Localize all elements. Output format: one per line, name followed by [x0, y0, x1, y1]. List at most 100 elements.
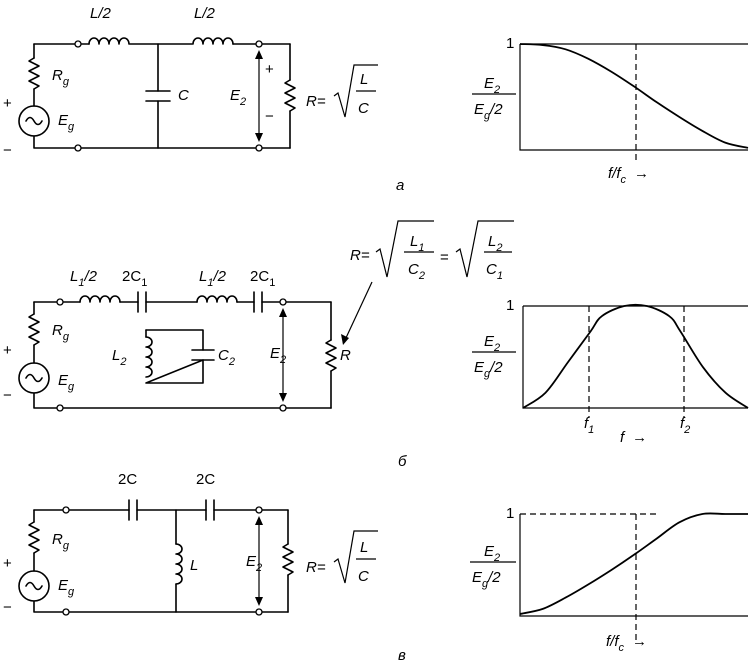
ratio-num: E: [484, 543, 495, 560]
resistor-load-c: [282, 543, 294, 576]
chart-c: 1 E2 Eg/2 f/fc→: [470, 505, 748, 654]
sub: g: [482, 578, 489, 590]
chart-b-frame: [522, 305, 748, 409]
svg-text:Eg/2: Eg/2: [472, 569, 501, 590]
svg-text:E2: E2: [270, 345, 286, 366]
label-rg-a: R: [52, 67, 63, 84]
label-2c1-1: 2C: [122, 268, 141, 285]
svg-text:L1/2: L1/2: [199, 268, 227, 289]
svg-text:Eg: Eg: [58, 577, 75, 598]
svg-text:C: C: [358, 100, 369, 117]
ratio-den-b: /2: [487, 569, 501, 586]
label-l-c: L: [190, 557, 198, 574]
resistor-rg-c: [28, 521, 40, 554]
sub: c: [619, 642, 625, 654]
label-minus-e2-a: −: [265, 108, 274, 125]
caption-c: в: [398, 647, 406, 664]
svg-text:в: в: [398, 647, 406, 664]
sub: 1: [207, 277, 213, 289]
label-eg-c: E: [58, 577, 69, 594]
sub: g: [63, 331, 70, 343]
chart-a-xlabel: f/f: [608, 165, 622, 182]
label-minus-a: −: [3, 142, 12, 159]
caption-a: а: [396, 177, 404, 194]
svg-text:L/2: L/2: [194, 5, 216, 22]
chart-c-frame: [519, 514, 748, 617]
svg-text:L2: L2: [112, 347, 126, 368]
equals: =: [440, 249, 449, 266]
sub: 2: [255, 562, 262, 574]
label-2c-1: 2C: [118, 471, 137, 488]
svg-text:L: L: [360, 71, 368, 88]
terminal: [279, 298, 287, 306]
svg-text:Rg: Rg: [52, 67, 70, 88]
frac-den: C: [358, 568, 369, 585]
svg-text:E2: E2: [484, 333, 500, 354]
circuit-b: L1/2 2C1 L1/2 2C1 L2 C2 + − Rg Eg E2 R R…: [3, 220, 514, 412]
chart-c-series: [519, 512, 748, 615]
svg-text:R=: R=: [350, 247, 370, 264]
svg-text:R=: R=: [306, 93, 326, 110]
terminal: [255, 608, 263, 616]
chart-b-ytick: 1: [506, 297, 514, 314]
terminal: [255, 506, 263, 514]
terminal: [74, 144, 82, 152]
chart-c-ytick: 1: [506, 505, 514, 522]
svg-text:+: +: [3, 555, 12, 572]
svg-text:2C: 2C: [196, 471, 215, 488]
label-eg-b: E: [58, 372, 69, 389]
arrowheads: [255, 516, 263, 606]
sub: 2: [418, 270, 425, 282]
svg-text:f/fc→: f/fc→: [606, 633, 647, 654]
svg-text:C1: C1: [486, 261, 503, 282]
sub: 2: [228, 356, 235, 368]
svg-text:L2: L2: [488, 233, 502, 254]
sub: 2: [493, 342, 500, 354]
ratio-den: E: [474, 101, 485, 118]
terminal: [255, 144, 263, 152]
inductor-l-c: [175, 543, 183, 585]
chart-b-series: [522, 303, 749, 409]
sub: g: [63, 76, 70, 88]
terminal: [56, 404, 64, 412]
svg-text:E2: E2: [230, 87, 246, 108]
svg-text:C2: C2: [218, 347, 235, 368]
label-plus-a: +: [3, 95, 12, 112]
ratio-den-b: /2: [489, 359, 503, 376]
circuit-c: 2C 2C L + − Rg Eg E2 R= L C: [3, 471, 378, 616]
label-plus-b: +: [3, 342, 12, 359]
terminal: [62, 506, 70, 514]
label-r-eq-c: R=: [306, 559, 326, 576]
inductor-l-half-2: [192, 37, 234, 45]
ratio-den-b: /2: [489, 101, 503, 118]
svg-text:Eg: Eg: [58, 112, 75, 133]
slash: /2: [83, 268, 97, 285]
frac-den: C: [358, 100, 369, 117]
wire-bottom-a: [33, 135, 291, 149]
capacitor-c2: [191, 349, 215, 361]
svg-text:а: а: [396, 177, 404, 194]
label-plus-c: +: [3, 555, 12, 572]
sub: 1: [269, 277, 275, 289]
wire-bottom-c: [33, 600, 289, 613]
svg-text:C: C: [358, 568, 369, 585]
wire-bottom-b: [33, 392, 332, 409]
label-r-b: R: [340, 347, 351, 364]
label-c2: C: [218, 347, 229, 364]
sub: g: [68, 586, 75, 598]
sub: g: [484, 368, 491, 380]
inductor-l2: [145, 336, 153, 378]
slash: /2: [212, 268, 226, 285]
svg-text:E2: E2: [246, 553, 262, 574]
svg-text:2C: 2C: [118, 471, 137, 488]
frac-num: L: [360, 71, 368, 88]
svg-text:C: C: [178, 87, 189, 104]
inductor-l1-half-2: [196, 295, 238, 303]
label-l1-half-1: L: [70, 268, 78, 285]
sub: 1: [497, 270, 503, 282]
svg-text:f2: f2: [680, 415, 690, 436]
arrow-icon: →: [632, 429, 647, 446]
label-r-eq-a: R=: [306, 93, 326, 110]
svg-text:2C1: 2C1: [250, 268, 275, 289]
